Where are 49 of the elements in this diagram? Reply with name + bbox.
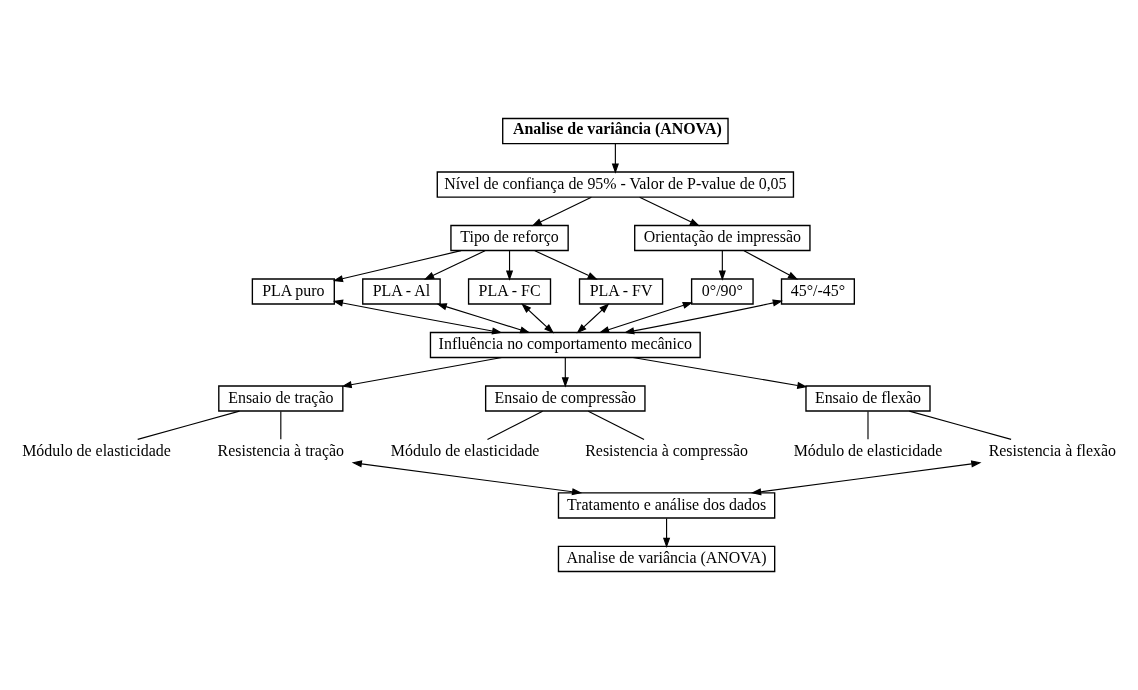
arrow bbox=[576, 303, 610, 334]
node-box: Analise de variância (ANOVA) bbox=[557, 545, 776, 573]
arrow bbox=[750, 460, 982, 496]
arrow bbox=[341, 357, 503, 389]
node-box: Nível de confiança de 95% - Valor de P-value de 0,05 bbox=[436, 171, 795, 198]
node-box: PLA - FC bbox=[467, 278, 552, 305]
node-box: 0°/90° bbox=[690, 278, 754, 305]
node-box: PLA puro bbox=[251, 278, 335, 305]
node-text: Resistencia à compressão bbox=[585, 442, 748, 460]
arrow bbox=[632, 357, 808, 389]
node-box: Tipo de reforço bbox=[450, 224, 569, 252]
arrow bbox=[534, 250, 598, 280]
arrow bbox=[611, 143, 619, 174]
connector bbox=[587, 410, 645, 440]
node-box: Ensaio de compressão bbox=[484, 385, 646, 412]
arrow bbox=[531, 196, 592, 227]
arrow bbox=[521, 303, 555, 334]
node-box: Ensaio de tração bbox=[218, 385, 344, 412]
node-text: Módulo de elasticidade bbox=[793, 442, 943, 460]
node-text: Módulo de elasticidade bbox=[22, 442, 171, 460]
arrow bbox=[561, 357, 569, 388]
arrow bbox=[623, 299, 783, 335]
arrow bbox=[332, 250, 462, 283]
connector bbox=[280, 410, 282, 440]
arrow bbox=[332, 299, 503, 335]
arrow bbox=[505, 250, 514, 281]
node-text: Resistencia à flexão bbox=[988, 442, 1116, 460]
node-box: Analise de variância (ANOVA) bbox=[502, 117, 729, 145]
node-text: Módulo de elasticidade bbox=[390, 442, 540, 460]
node-box: Influência no comportamento mecânico bbox=[429, 331, 701, 359]
arrow bbox=[423, 250, 486, 280]
node-box: Orientação de impressão bbox=[634, 224, 811, 252]
connector bbox=[137, 410, 240, 440]
node-box: PLA - Al bbox=[362, 278, 441, 305]
connector bbox=[908, 410, 1012, 440]
node-box: PLA - FV bbox=[578, 278, 664, 305]
arrow bbox=[351, 460, 583, 496]
connector bbox=[486, 410, 544, 440]
node-text: Resistencia à tração bbox=[217, 442, 345, 460]
arrow bbox=[718, 250, 726, 281]
node-box: Ensaio de flexão bbox=[805, 385, 931, 412]
arrow bbox=[436, 303, 531, 334]
arrow bbox=[599, 302, 693, 334]
node-box: Tratamento e análise dos dados bbox=[557, 492, 776, 519]
arrow bbox=[639, 196, 701, 227]
node-box: 45°/-45° bbox=[780, 278, 856, 305]
arrow bbox=[663, 517, 671, 549]
connector bbox=[867, 410, 869, 440]
arrow bbox=[743, 250, 799, 280]
